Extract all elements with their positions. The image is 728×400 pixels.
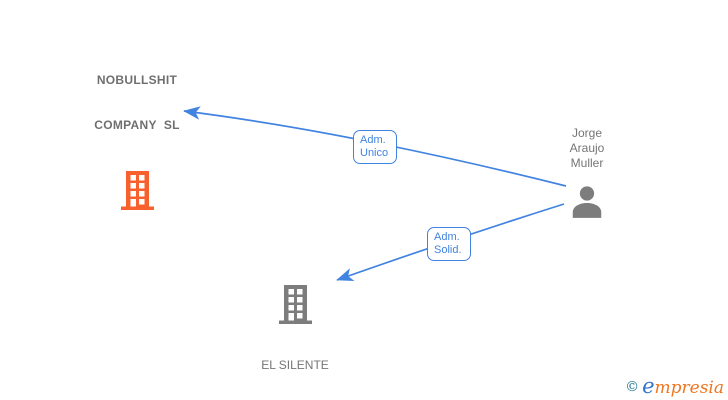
building-icon [120,171,154,210]
building-icon [278,285,312,324]
company-node-el-silente[interactable]: EL SILENTE VENTURES SL [215,284,375,400]
brand-text: mpresia [654,378,725,398]
person-node-jorge-araujo-muller[interactable]: Jorge Araujo Muller [537,126,637,222]
empresia-logo[interactable]: ©empresia [625,374,724,398]
copyright-icon: © [625,379,640,395]
company-name-el-silente: EL SILENTE VENTURES SL [261,358,329,372]
company-name-nobullshit: NOBULLSHIT COMPANY SL [94,73,180,132]
person-name-jorge-araujo-muller: Jorge Araujo Muller [569,126,605,170]
edge-label-adm-unico: Adm. Unico [353,130,397,164]
company-node-nobullshit[interactable]: NOBULLSHIT COMPANY SL [47,43,227,211]
person-icon [572,186,602,218]
edge-label-adm-solid: Adm. Solid. [427,227,471,261]
brand-initial: e [642,374,655,398]
